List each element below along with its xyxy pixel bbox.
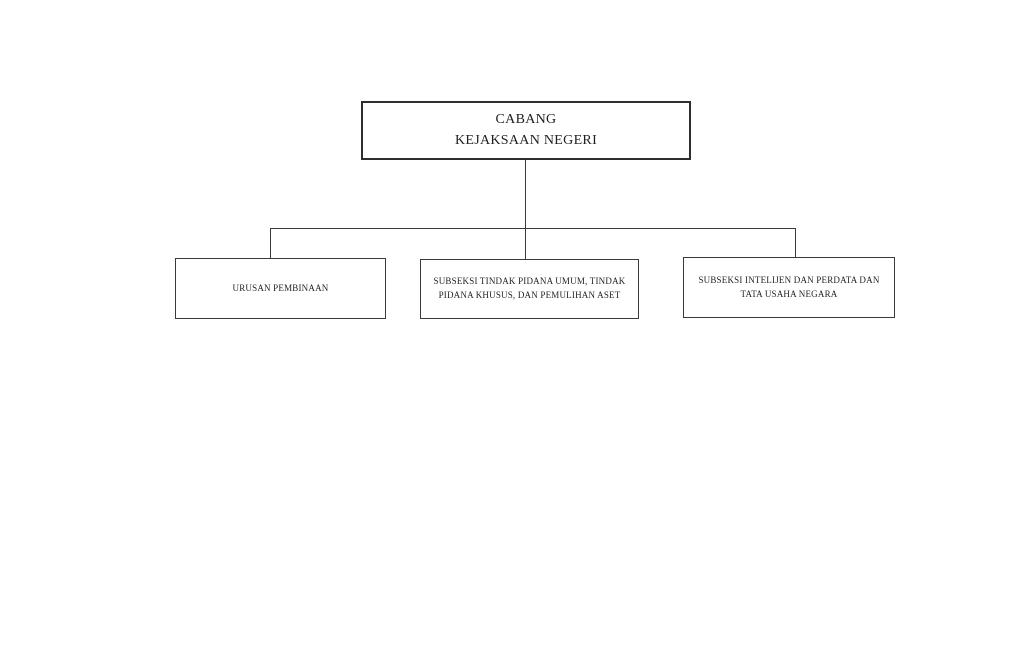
connector-drop-left [270, 228, 271, 258]
org-box-label: SUBSEKSI TINDAK PIDANA UMUM, TINDAK PIDA… [433, 276, 626, 300]
org-box-urusan-pembinaan: URUSAN PEMBINAAN [175, 258, 386, 319]
connector-root-stem [525, 160, 526, 228]
org-box-cabang-kejaksaan-negeri: CABANG KEJAKSAAN NEGERI [361, 101, 691, 160]
connector-drop-right [795, 228, 796, 257]
org-box-label: URUSAN PEMBINAAN [232, 282, 329, 293]
org-box-subseksi-intelijen-perdata-tun: SUBSEKSI INTELIJEN DAN PERDATA DAN TATA … [683, 257, 895, 318]
org-box-label: SUBSEKSI INTELIJEN DAN PERDATA DAN TATA … [698, 274, 880, 299]
connector-drop-middle [525, 228, 526, 259]
org-box-subseksi-tindak-pidana: SUBSEKSI TINDAK PIDANA UMUM, TINDAK PIDA… [420, 259, 639, 319]
connector-horizontal [270, 228, 796, 229]
org-box-label: CABANG KEJAKSAAN NEGERI [454, 112, 598, 148]
